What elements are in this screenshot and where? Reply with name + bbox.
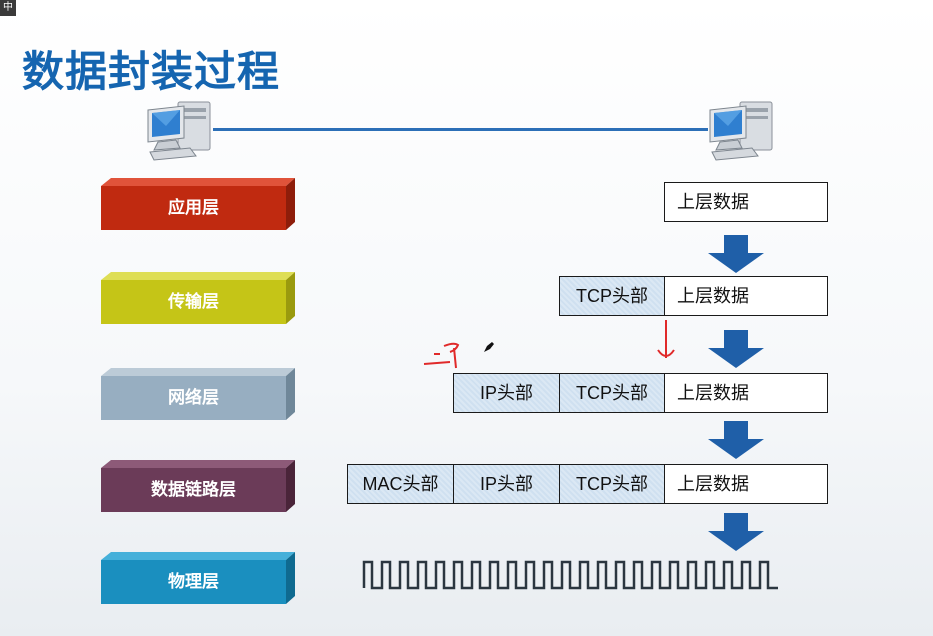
layer-physical: 物理层 (101, 552, 295, 604)
layer-transport: 传输层 (101, 272, 295, 324)
mac-header-cell: MAC头部 (347, 464, 454, 504)
layer-label: 应用层 (168, 198, 219, 218)
upper-data-cell: 上层数据 (664, 276, 828, 316)
layer-network: 网络层 (101, 368, 295, 420)
source-computer-icon (144, 98, 214, 161)
ip-header-cell: IP头部 (453, 464, 560, 504)
upper-data-cell: 上层数据 (664, 373, 828, 413)
upper-data-cell: 上层数据 (664, 464, 828, 504)
ip-header-cell: IP头部 (453, 373, 560, 413)
layer-datalink: 数据链路层 (101, 460, 295, 512)
network-link-line (213, 128, 708, 131)
down-arrow-icon (708, 513, 764, 551)
handwritten-mark-icon (423, 342, 460, 369)
destination-computer-icon (706, 98, 776, 161)
pen-cursor-icon (484, 342, 494, 352)
tcp-header-cell: TCP头部 (559, 373, 665, 413)
down-arrow-icon (708, 421, 764, 459)
tcp-header-cell: TCP头部 (559, 276, 665, 316)
layer-application: 应用层 (101, 178, 295, 230)
tcp-header-cell: TCP头部 (559, 464, 665, 504)
layer-label: 网络层 (168, 388, 219, 408)
layer-label: 物理层 (168, 572, 219, 592)
ime-indicator: 中 (0, 0, 16, 16)
down-arrow-icon (708, 330, 764, 368)
upper-data-cell: 上层数据 (664, 182, 828, 222)
square-wave-icon (362, 560, 778, 590)
layer-label: 数据链路层 (151, 480, 236, 500)
page-title: 数据封装过程 (22, 47, 281, 96)
handwritten-arrow-icon (657, 320, 675, 358)
layer-label: 传输层 (168, 292, 219, 312)
down-arrow-icon (708, 235, 764, 273)
